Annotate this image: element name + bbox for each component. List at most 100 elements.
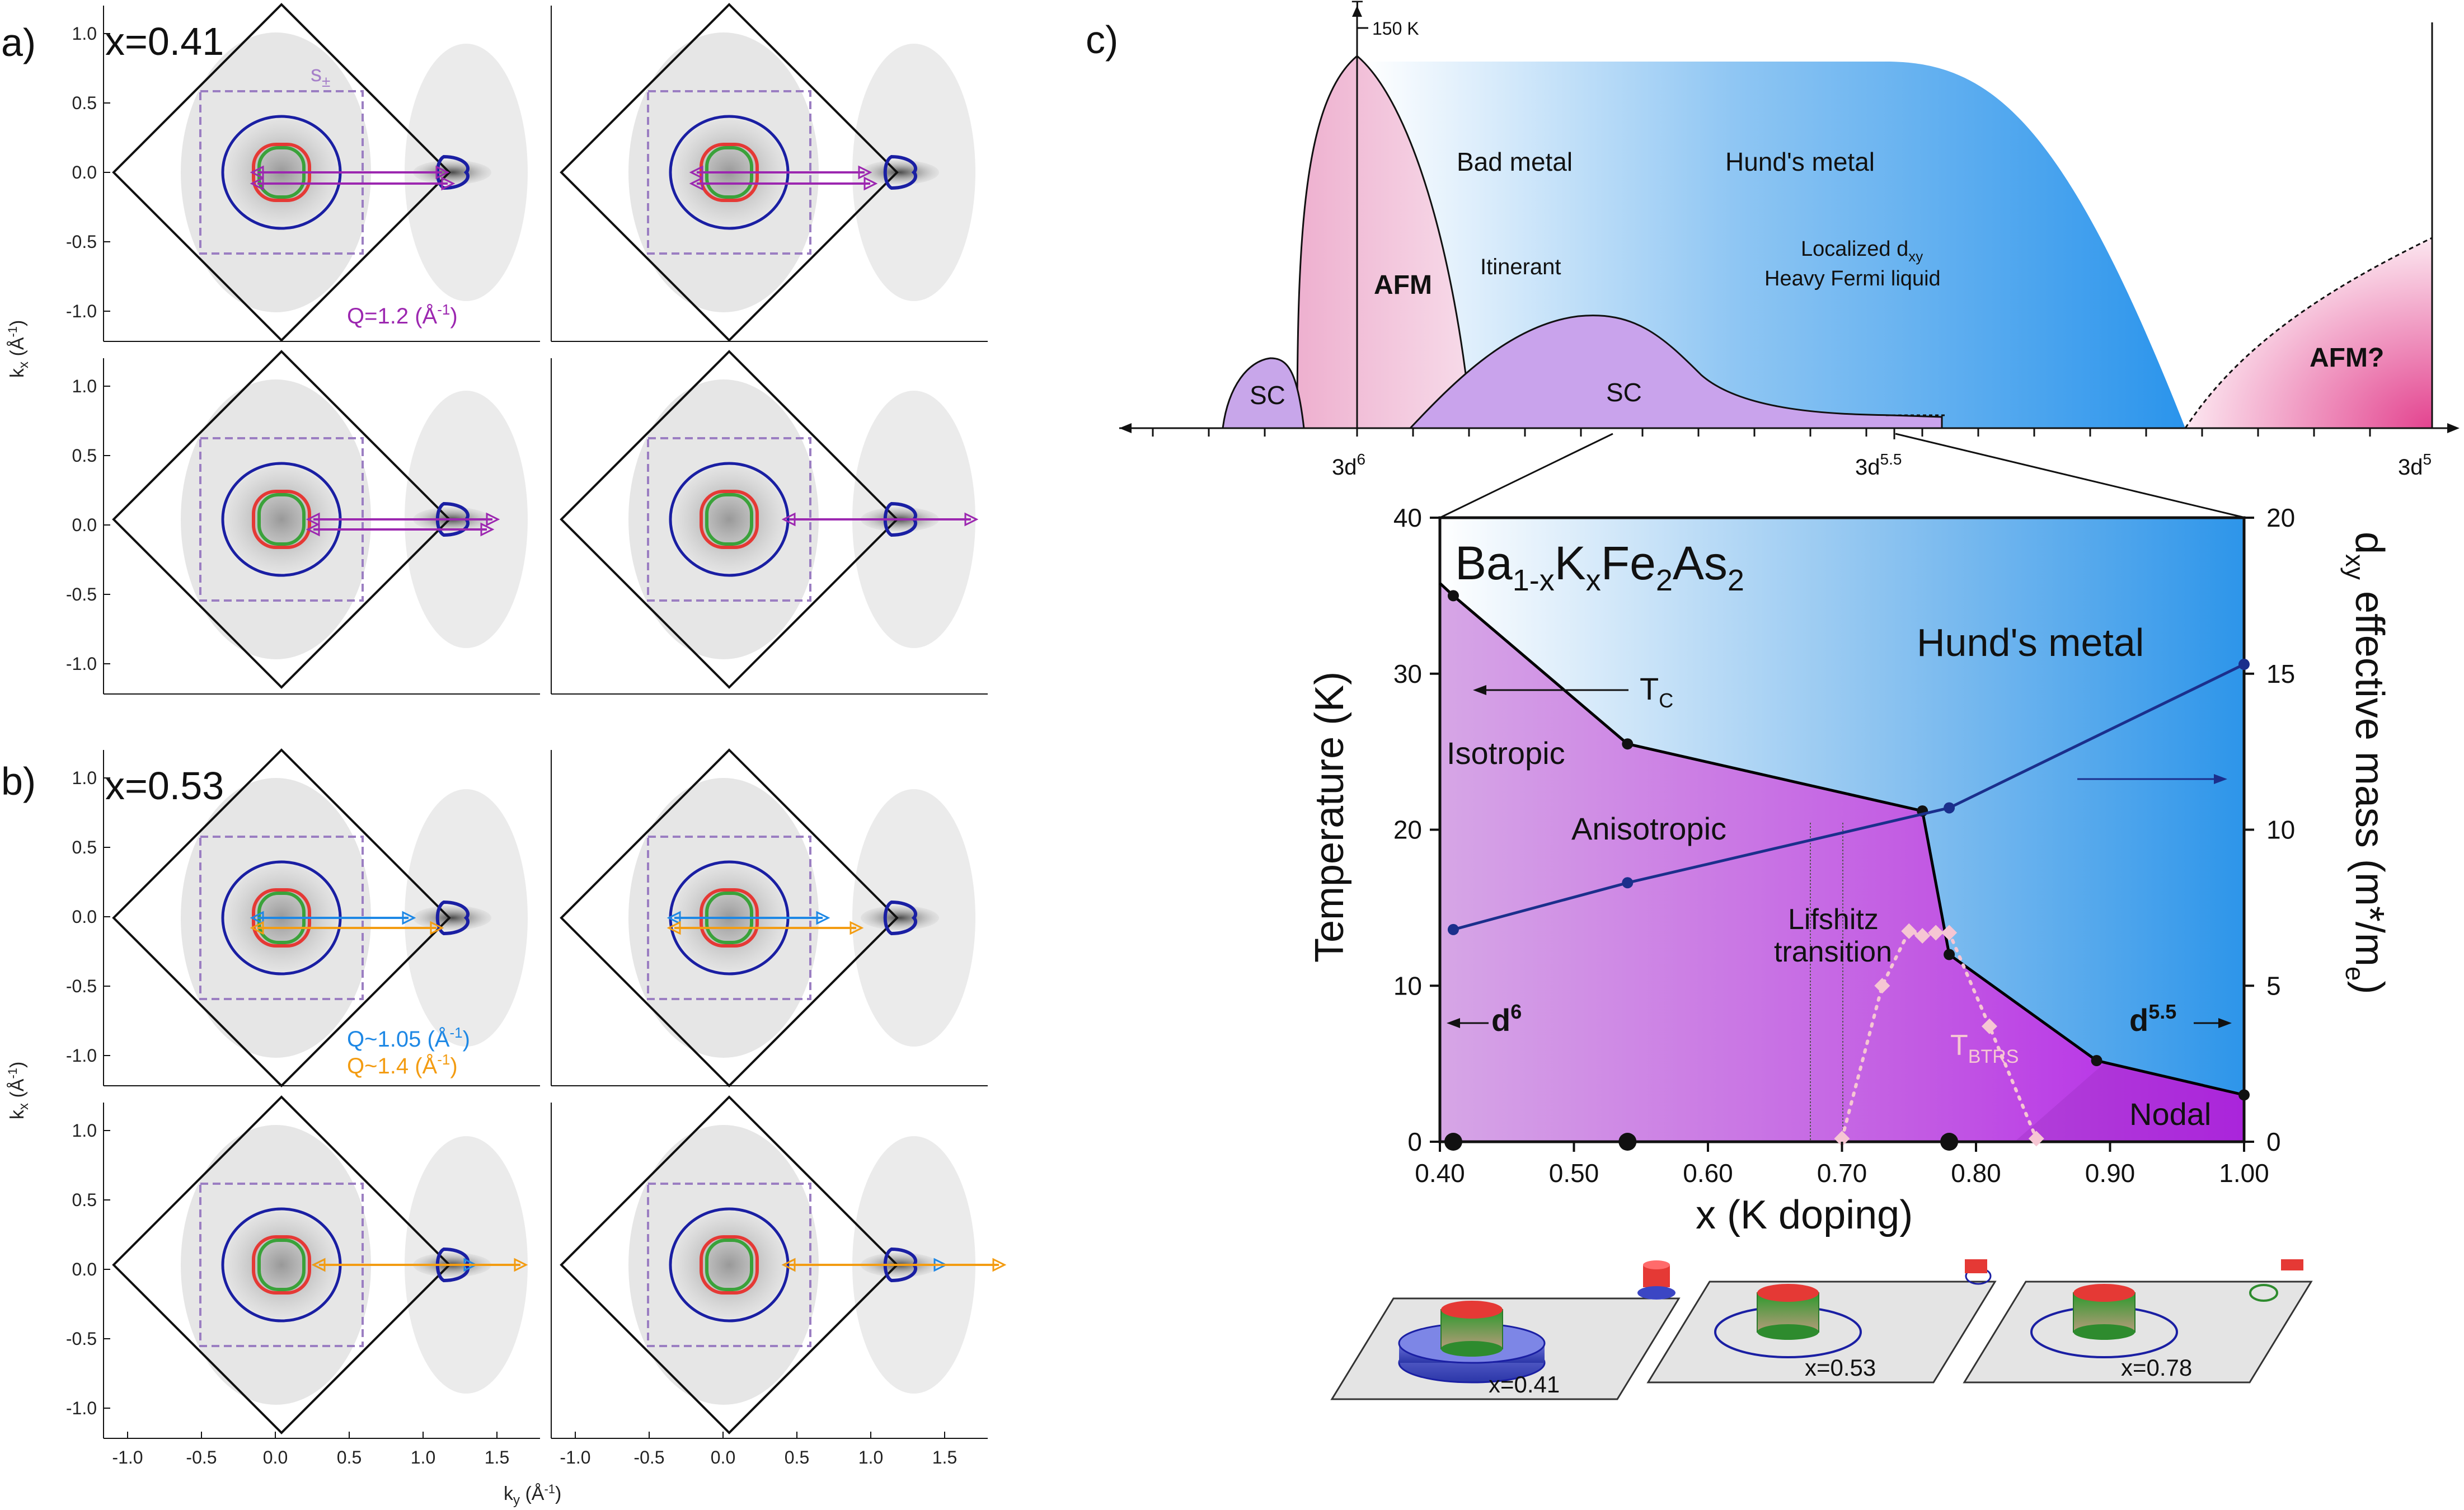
x-tick-label: 0.60 xyxy=(1683,1159,1733,1188)
fs-panel xyxy=(551,350,988,695)
chart-marks xyxy=(1439,582,2250,1151)
x-tick-label: 1.0 xyxy=(411,1447,435,1467)
y-tick-label: 0.5 xyxy=(72,93,97,113)
fs-panel xyxy=(551,748,988,1087)
arrow-head xyxy=(486,512,500,527)
y-axis-label: Temperature (K) xyxy=(1307,672,1352,963)
y-tick-label: 1.0 xyxy=(72,1120,97,1141)
arrow-head xyxy=(311,1258,326,1272)
x-pocket xyxy=(2281,1259,2303,1270)
arrow-head xyxy=(689,176,703,191)
arrow-head xyxy=(514,1258,528,1272)
x-pocket-contour xyxy=(883,900,917,936)
x-tick-label: 0.70 xyxy=(1817,1159,1867,1188)
schematic-cake: x=0.78 xyxy=(1963,1259,2313,1384)
arrow-head xyxy=(863,176,878,191)
tbtrs-point xyxy=(1901,923,1917,939)
arrow-head xyxy=(441,176,456,191)
tbtrs-point xyxy=(1874,978,1890,994)
effective-mass-point xyxy=(1944,802,1955,814)
brillouin-zone-diamond xyxy=(560,350,899,689)
y-tick-label: -0.5 xyxy=(66,1329,97,1349)
gamma-intensity xyxy=(226,466,337,573)
x-pocket xyxy=(1965,1259,1987,1273)
kx-axis-label-a: kx (Å-1) xyxy=(6,320,31,378)
sc-left-label: SC xyxy=(1250,381,1285,410)
bad-metal-label: Bad metal xyxy=(1457,147,1573,176)
y-tick-label: 40 xyxy=(1393,503,1422,532)
y-tick-label: 0.5 xyxy=(72,837,97,857)
arrow-head xyxy=(250,176,264,191)
fs-panel xyxy=(551,3,988,342)
y-tick-label: -1.0 xyxy=(66,1045,97,1066)
arrow-head xyxy=(667,921,681,935)
panel-label-c: c) xyxy=(1086,18,1118,62)
brillouin-plane xyxy=(1646,1281,1997,1384)
afm-question-region xyxy=(2185,238,2432,428)
arrow-head xyxy=(480,522,495,537)
y-axis-label-right: dxy effective mass (m*/me) xyxy=(2340,532,2392,994)
tick-3d55: 3d5.5 xyxy=(1855,451,1902,480)
localized-dxy-label: Localized dxy xyxy=(1801,237,1923,265)
x-tick-label: 0.0 xyxy=(711,1447,735,1467)
x-tick-label: 0.90 xyxy=(2085,1159,2136,1188)
brillouin-zone-diamond xyxy=(112,3,451,342)
x-pocket xyxy=(2249,1284,2278,1302)
x-tick-label: 0.80 xyxy=(1951,1159,2001,1188)
y-tick-label: -1.0 xyxy=(66,1398,97,1418)
ky-axis-label: ky (Å-1) xyxy=(504,1482,561,1508)
inner-pocket-contour xyxy=(700,1235,759,1295)
fermi-surface-maps: 1.0 0.5 0.0 -0.5 -1.0 1.0 0.5 0.0 -0.5 -1.0 1.0 0.5… xyxy=(66,3,1007,1467)
x-tick-label: 0.40 xyxy=(1415,1159,1465,1188)
schematic-phase-diagram: T 150 K 3d6 3d5.5 3d5 Bad metal Hund's m… xyxy=(1119,0,2460,519)
isotropic-label: Isotropic xyxy=(1447,735,1565,771)
s-pm-label: s± xyxy=(311,62,330,90)
y-tick-label: 0.0 xyxy=(72,1259,97,1279)
tick-3d5: 3d5 xyxy=(2398,451,2432,480)
x-tick-label: 1.5 xyxy=(485,1447,509,1467)
brillouin-zone-diamond xyxy=(112,1095,451,1434)
y-tick-label-right: 5 xyxy=(2266,971,2281,1000)
x-tick-label: 0.50 xyxy=(1549,1159,1599,1188)
heavy-fermi-label: Heavy Fermi liquid xyxy=(1764,267,1941,290)
inner-pocket-contour xyxy=(705,1239,753,1291)
t-axis-label: T xyxy=(1351,0,1363,18)
x-pocket xyxy=(1643,1260,1670,1269)
folded-zone-square xyxy=(199,836,364,1000)
sc-dome-center xyxy=(1408,315,1943,429)
inner-pocket-contour xyxy=(705,493,753,546)
lifshitz-label-1: Lifshitz xyxy=(1788,903,1879,936)
tbtrs-point xyxy=(1981,1018,1997,1034)
afm-question-label: AFM? xyxy=(2310,343,2384,373)
tc-point xyxy=(1447,590,1459,602)
gamma-intensity xyxy=(226,1212,337,1318)
chart-title: Ba1-xKxFe2As2 xyxy=(1455,537,1744,597)
arrow-head xyxy=(964,512,979,527)
gamma-intensity xyxy=(673,466,785,573)
cake-label: x=0.53 xyxy=(1805,1354,1876,1381)
y-tick-label: 0 xyxy=(1407,1127,1422,1156)
y-tick-label: 0.0 xyxy=(72,515,97,535)
y-tick-label: 1.0 xyxy=(72,376,97,396)
cake-base xyxy=(1757,1324,1819,1340)
arrow-head xyxy=(250,165,264,180)
panel-label-a: a) xyxy=(1,21,36,64)
x-axis-label: x (K doping) xyxy=(1696,1193,1913,1237)
y-tick-label: -0.5 xyxy=(66,232,97,252)
x-point-intensity xyxy=(861,160,939,185)
q-label-b1: Q~1.05 (Å-1) xyxy=(347,1024,470,1052)
hunds-metal-label: Hund's metal xyxy=(1917,621,2144,664)
d55-label: d5.5 xyxy=(2129,1000,2176,1038)
arrow-head xyxy=(430,921,444,935)
arrow-head xyxy=(858,165,872,180)
x-tick-label: 0.5 xyxy=(785,1447,809,1467)
y-tick-label: 0.5 xyxy=(72,1190,97,1210)
sc-dome-left xyxy=(1222,357,1305,429)
x-pocket-contour xyxy=(883,154,917,190)
